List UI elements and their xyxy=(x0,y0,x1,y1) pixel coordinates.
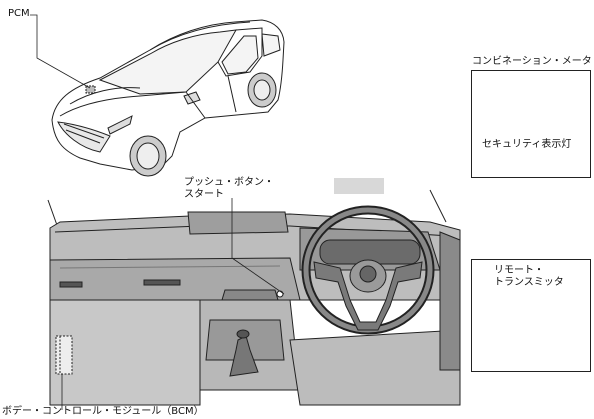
blank-label-block xyxy=(334,178,384,194)
push-button-start-label-line1: プッシュ・ボタン・ xyxy=(184,177,274,188)
remote-transmitter-label-line2: トランスミッタ xyxy=(494,277,564,288)
remote-transmitter-label-line1: リモート・ xyxy=(494,265,544,276)
pcm-label: PCM xyxy=(8,8,30,19)
remote-transmitter-box: リモート・ トランスミッタ xyxy=(471,259,591,372)
car-illustration xyxy=(51,19,285,177)
combination-meter-label: コンビネーション・メータ xyxy=(472,56,592,67)
pcm-leader-line xyxy=(30,14,91,89)
push-button-start-label-line2: スタート xyxy=(184,189,224,200)
combination-meter-box: セキュリティ表示灯 xyxy=(471,70,591,178)
push-button-leader-line xyxy=(231,198,285,295)
dashboard-illustration xyxy=(47,178,461,406)
bcm-label: ボデー・コントロール・モジュール（BCM） xyxy=(2,406,204,417)
security-indicator-label: セキュリティ表示灯 xyxy=(482,139,572,150)
